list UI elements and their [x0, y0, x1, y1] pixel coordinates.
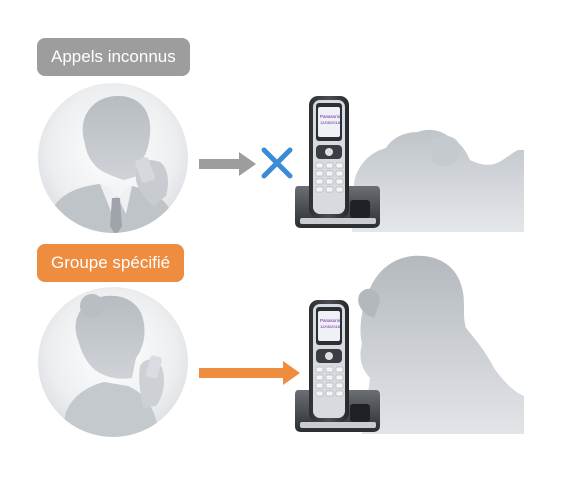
man-silhouette — [50, 96, 178, 233]
unknown-calls-illustration: Panasonic 12/05/2018 — [38, 83, 524, 233]
specified-group-illustration: Panasonic 12/05/2018 — [38, 255, 524, 437]
arrow-right-icon — [199, 361, 300, 385]
label-specified-group: Groupe spécifié — [37, 244, 185, 282]
scenario-specified-group: Panasonic 12/05/2018 Groupe spécifié — [0, 240, 561, 480]
cordless-phone: Panasonic 12/05/2018 — [295, 300, 380, 432]
caller-circle — [38, 287, 188, 437]
phone-screen-line-1: Panasonic — [320, 318, 342, 323]
phone-screen-line-1: Panasonic — [320, 114, 342, 119]
blocked-x-icon — [261, 147, 293, 179]
woman-silhouette — [60, 294, 164, 437]
caller-circle — [38, 83, 188, 233]
phone-screen-line-2: 12/05/2018 — [320, 120, 341, 125]
phone-screen-line-2: 12/05/2018 — [320, 324, 341, 329]
cordless-phone: Panasonic 12/05/2018 — [295, 96, 380, 228]
arrow-right-icon — [199, 152, 256, 176]
scenario-unknown-calls: Panasonic 12/05/2018 Appels inconnus — [37, 38, 524, 233]
sleeping-person-silhouette — [352, 129, 524, 232]
woman-on-phone-silhouette — [358, 255, 524, 434]
label-unknown-calls: Appels inconnus — [37, 38, 190, 76]
